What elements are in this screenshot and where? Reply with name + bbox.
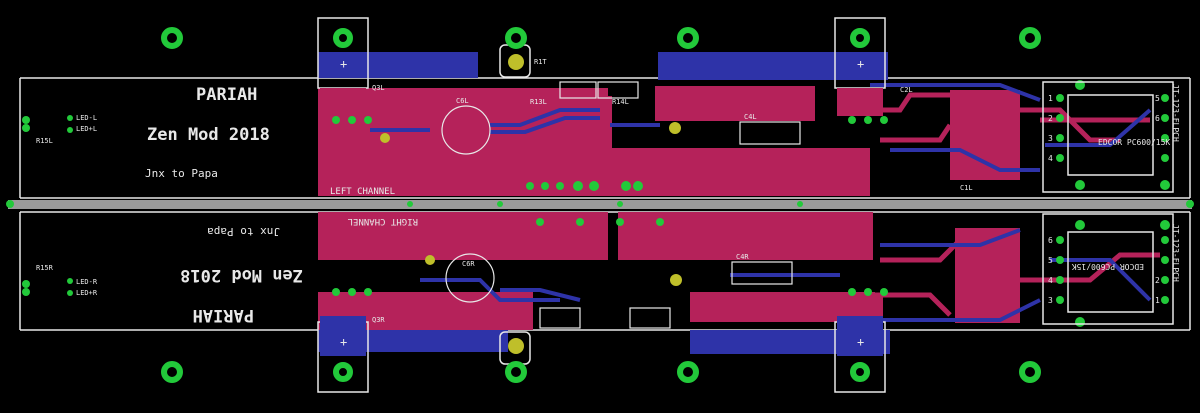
transformer-model-top: EDCOR PC600/15K bbox=[1098, 138, 1170, 147]
pin-mark: + bbox=[340, 57, 347, 71]
center-divider bbox=[8, 200, 1192, 209]
pad-number: 1 bbox=[1048, 94, 1053, 103]
pad-number: 2 bbox=[1048, 114, 1053, 123]
transformer-part-top: JT-123-FLPCH bbox=[1171, 84, 1180, 142]
transistor-tabs-bottom bbox=[320, 316, 883, 356]
board-credit-top: Jnx to Papa bbox=[145, 167, 218, 180]
part-label: Q3R bbox=[372, 316, 385, 324]
pads bbox=[6, 80, 1194, 327]
part-labels: LED-L LED+L R15L LED-R LED+R R15R Q3L Q3… bbox=[36, 58, 973, 324]
transformer-outlines bbox=[1042, 81, 1174, 325]
traces-bottom bbox=[370, 83, 1152, 322]
board-subtitle-top: Zen Mod 2018 bbox=[147, 125, 270, 145]
channel-label-left: LEFT CHANNEL bbox=[330, 187, 395, 197]
part-label: LED+L bbox=[76, 125, 97, 133]
pad-number: 5 bbox=[1048, 256, 1053, 265]
pad-number: 3 bbox=[1048, 296, 1053, 305]
board-subtitle-bottom: Zen Mod 2018 bbox=[180, 265, 303, 285]
mounting-holes bbox=[161, 27, 1041, 383]
pad-number: 4 bbox=[1048, 154, 1053, 163]
pad-number: 6 bbox=[1048, 236, 1053, 245]
part-label: C1L bbox=[960, 184, 973, 192]
vias bbox=[380, 54, 682, 354]
part-label: LED+R bbox=[76, 289, 98, 297]
part-label: Q3L bbox=[372, 84, 385, 92]
pad-number: 5 bbox=[1155, 94, 1160, 103]
part-label: LED-L bbox=[76, 114, 97, 122]
board-title-top: PARIAH bbox=[196, 85, 257, 105]
pin-mark: + bbox=[340, 335, 347, 349]
part-label: R1T bbox=[534, 58, 547, 66]
part-label: C2L bbox=[900, 86, 913, 94]
board-title-bottom: PARIAH bbox=[193, 305, 254, 325]
top-copper-pours bbox=[318, 86, 1020, 330]
pad-numbers: 1 2 3 4 5 6 6 5 4 3 2 1 bbox=[1048, 94, 1160, 305]
part-label: C4L bbox=[744, 113, 757, 121]
transformer-part-bottom: JT-123-FLPCH bbox=[1171, 224, 1180, 282]
pad-number: 2 bbox=[1155, 276, 1160, 285]
part-label: R15L bbox=[36, 137, 53, 145]
part-label: C6R bbox=[462, 260, 475, 268]
part-label: R14L bbox=[612, 98, 629, 106]
pin-mark: + bbox=[857, 335, 864, 349]
pad-number: 3 bbox=[1048, 134, 1053, 143]
pin-mark: + bbox=[857, 57, 864, 71]
part-label: R15R bbox=[36, 264, 54, 272]
pad-number: 1 bbox=[1155, 296, 1160, 305]
transformer-model-bottom: EDCOR PC600/15K bbox=[1072, 262, 1144, 271]
board-credit-bottom: Jnx to Papa bbox=[207, 225, 280, 238]
capacitors bbox=[441, 81, 801, 329]
part-label: R13L bbox=[530, 98, 547, 106]
pad-number: 4 bbox=[1048, 276, 1053, 285]
part-label: C6L bbox=[456, 97, 469, 105]
part-label: LED-R bbox=[76, 278, 98, 286]
part-label: C4R bbox=[736, 253, 749, 261]
pad-number: 6 bbox=[1155, 114, 1160, 123]
channel-label-right: RIGHT CHANNEL bbox=[348, 216, 418, 226]
